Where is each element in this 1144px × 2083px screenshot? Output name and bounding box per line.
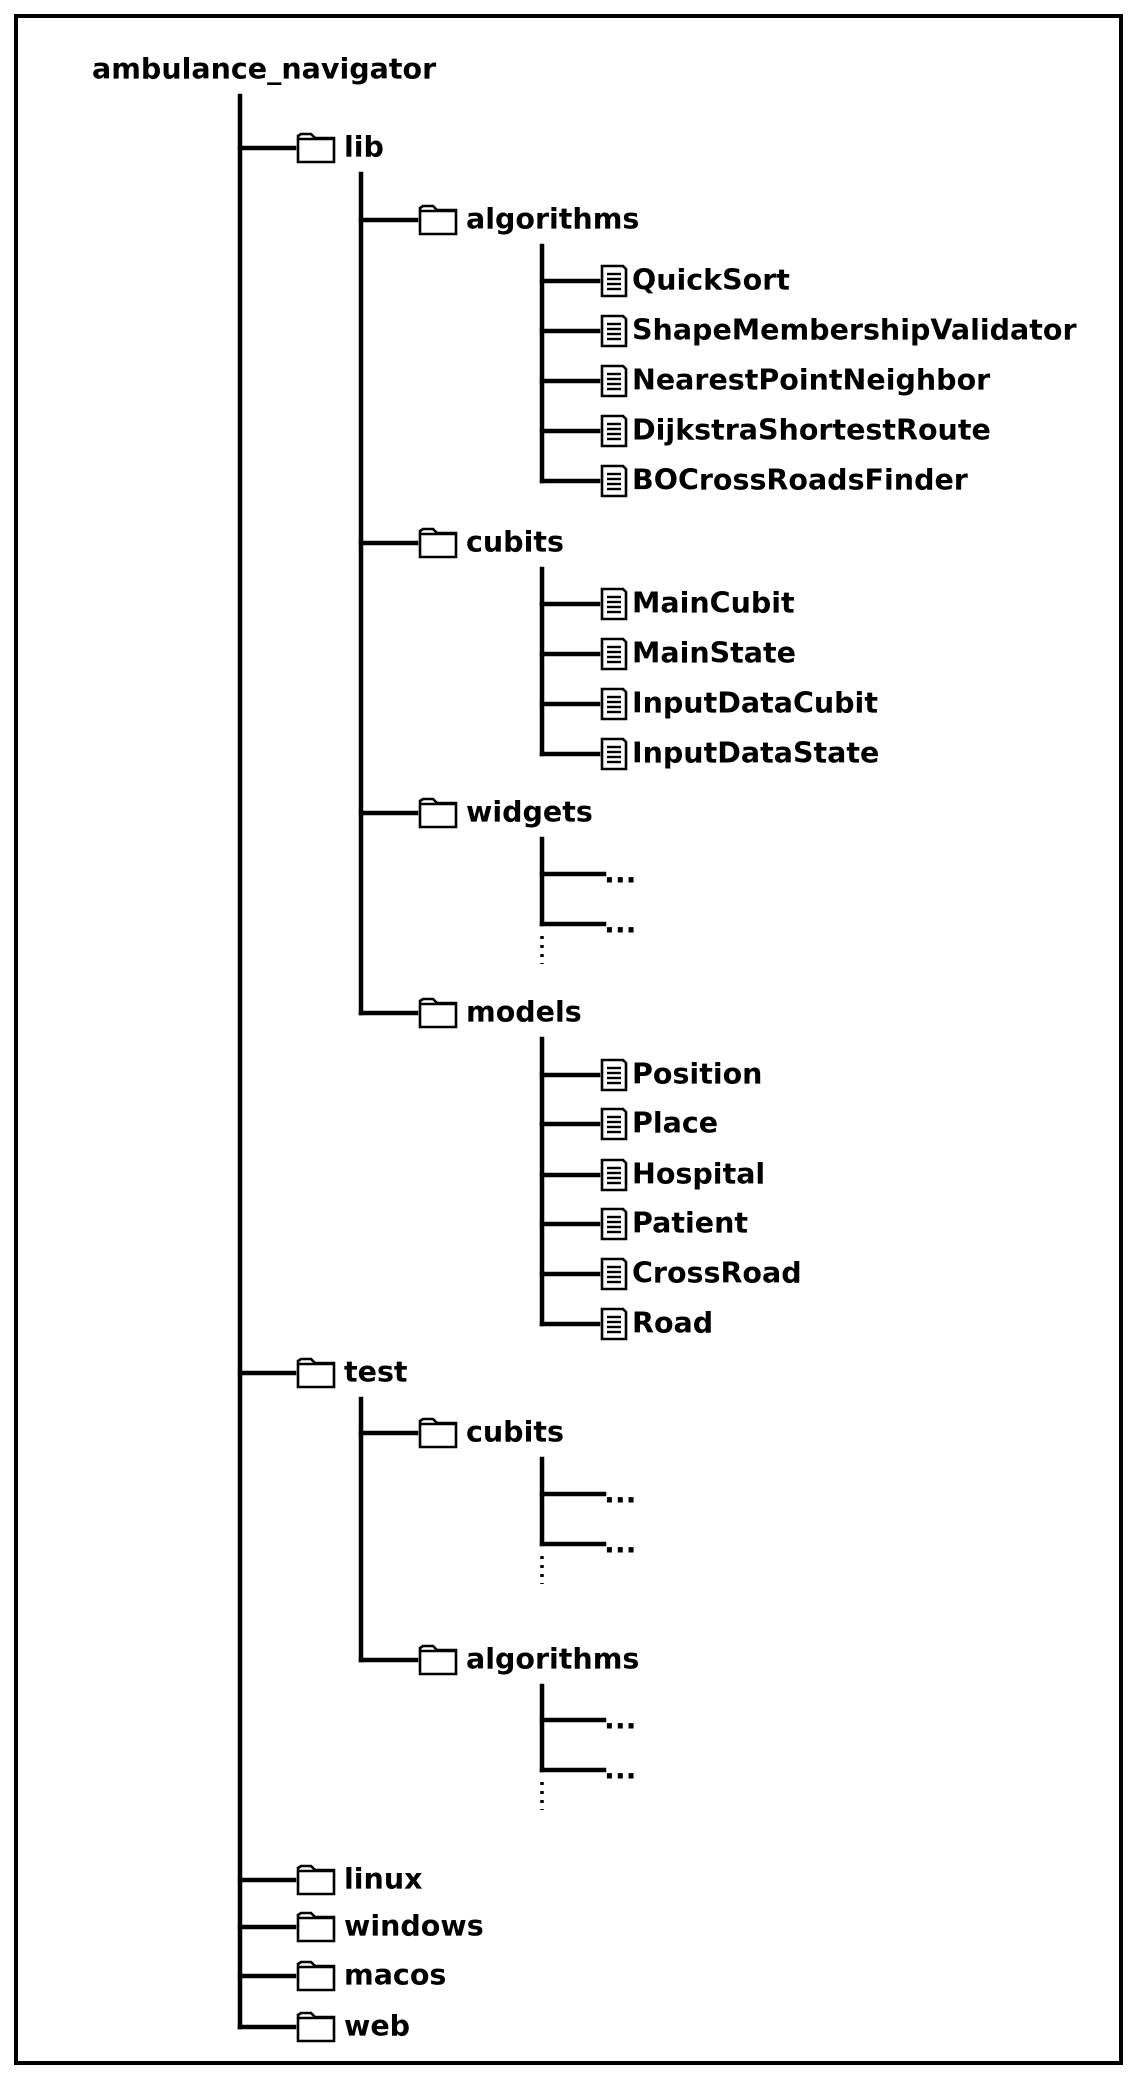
ellipsis-label: ... bbox=[604, 1703, 636, 1736]
file-label-maincubit: MainCubit bbox=[632, 587, 795, 620]
file-icon bbox=[600, 587, 628, 621]
file-icon bbox=[600, 1207, 628, 1241]
file-label-shapemembershipvalidator: ShapeMembershipValidator bbox=[632, 314, 1077, 347]
file-label-nearestpointneighbor: NearestPointNeighbor bbox=[632, 364, 990, 397]
ellipsis-label: ... bbox=[604, 857, 636, 890]
file-icon bbox=[600, 737, 628, 771]
ellipsis-label: ... bbox=[604, 1527, 636, 1560]
file-label-bocrossroadsfinder: BOCrossRoadsFinder bbox=[632, 464, 968, 497]
folder-icon bbox=[418, 204, 458, 236]
folder-label-algorithms: algorithms bbox=[466, 203, 639, 236]
file-icon bbox=[600, 1107, 628, 1141]
file-icon bbox=[600, 1058, 628, 1092]
file-icon bbox=[600, 1158, 628, 1192]
file-icon bbox=[600, 264, 628, 298]
file-icon bbox=[600, 687, 628, 721]
ellipsis-label: ... bbox=[604, 1753, 636, 1786]
file-label-patient: Patient bbox=[632, 1207, 748, 1240]
file-label-inputdatastate: InputDataState bbox=[632, 737, 879, 770]
folder-icon bbox=[418, 797, 458, 829]
folder-label-windows: windows bbox=[344, 1910, 484, 1943]
folder-icon bbox=[296, 132, 336, 164]
file-icon bbox=[600, 414, 628, 448]
file-icon bbox=[600, 1257, 628, 1291]
file-label-mainstate: MainState bbox=[632, 637, 796, 670]
diagram-frame bbox=[14, 14, 1123, 2065]
folder-icon bbox=[418, 1417, 458, 1449]
folder-label-linux: linux bbox=[344, 1863, 423, 1896]
folder-icon bbox=[418, 997, 458, 1029]
folder-icon bbox=[296, 2011, 336, 2043]
folder-icon bbox=[418, 1644, 458, 1676]
file-label-hospital: Hospital bbox=[632, 1158, 765, 1191]
folder-label-widgets: widgets bbox=[466, 796, 593, 829]
file-icon bbox=[600, 314, 628, 348]
file-label-position: Position bbox=[632, 1058, 762, 1091]
file-icon bbox=[600, 464, 628, 498]
root-label: ambulance_navigator bbox=[92, 53, 436, 86]
folder-label-models: models bbox=[466, 996, 582, 1029]
file-label-place: Place bbox=[632, 1107, 718, 1140]
folder-icon bbox=[296, 1864, 336, 1896]
folder-label-web: web bbox=[344, 2010, 410, 2043]
folder-icon bbox=[296, 1960, 336, 1992]
folder-icon bbox=[418, 527, 458, 559]
file-icon bbox=[600, 1307, 628, 1341]
file-icon bbox=[600, 637, 628, 671]
folder-icon bbox=[296, 1357, 336, 1389]
file-label-road: Road bbox=[632, 1307, 713, 1340]
ellipsis-label: ... bbox=[604, 907, 636, 940]
folder-label-macos: macos bbox=[344, 1959, 446, 1992]
folder-label-lib: lib bbox=[344, 131, 384, 164]
folder-label-cubits: cubits bbox=[466, 1416, 564, 1449]
ellipsis-label: ... bbox=[604, 1477, 636, 1510]
file-label-quicksort: QuickSort bbox=[632, 264, 790, 297]
folder-label-algorithms: algorithms bbox=[466, 1643, 639, 1676]
file-icon bbox=[600, 364, 628, 398]
folder-label-cubits: cubits bbox=[466, 526, 564, 559]
file-label-crossroad: CrossRoad bbox=[632, 1257, 802, 1290]
folder-label-test: test bbox=[344, 1356, 408, 1389]
file-label-inputdatacubit: InputDataCubit bbox=[632, 687, 878, 720]
folder-icon bbox=[296, 1911, 336, 1943]
file-label-dijkstrashortestroute: DijkstraShortestRoute bbox=[632, 414, 991, 447]
